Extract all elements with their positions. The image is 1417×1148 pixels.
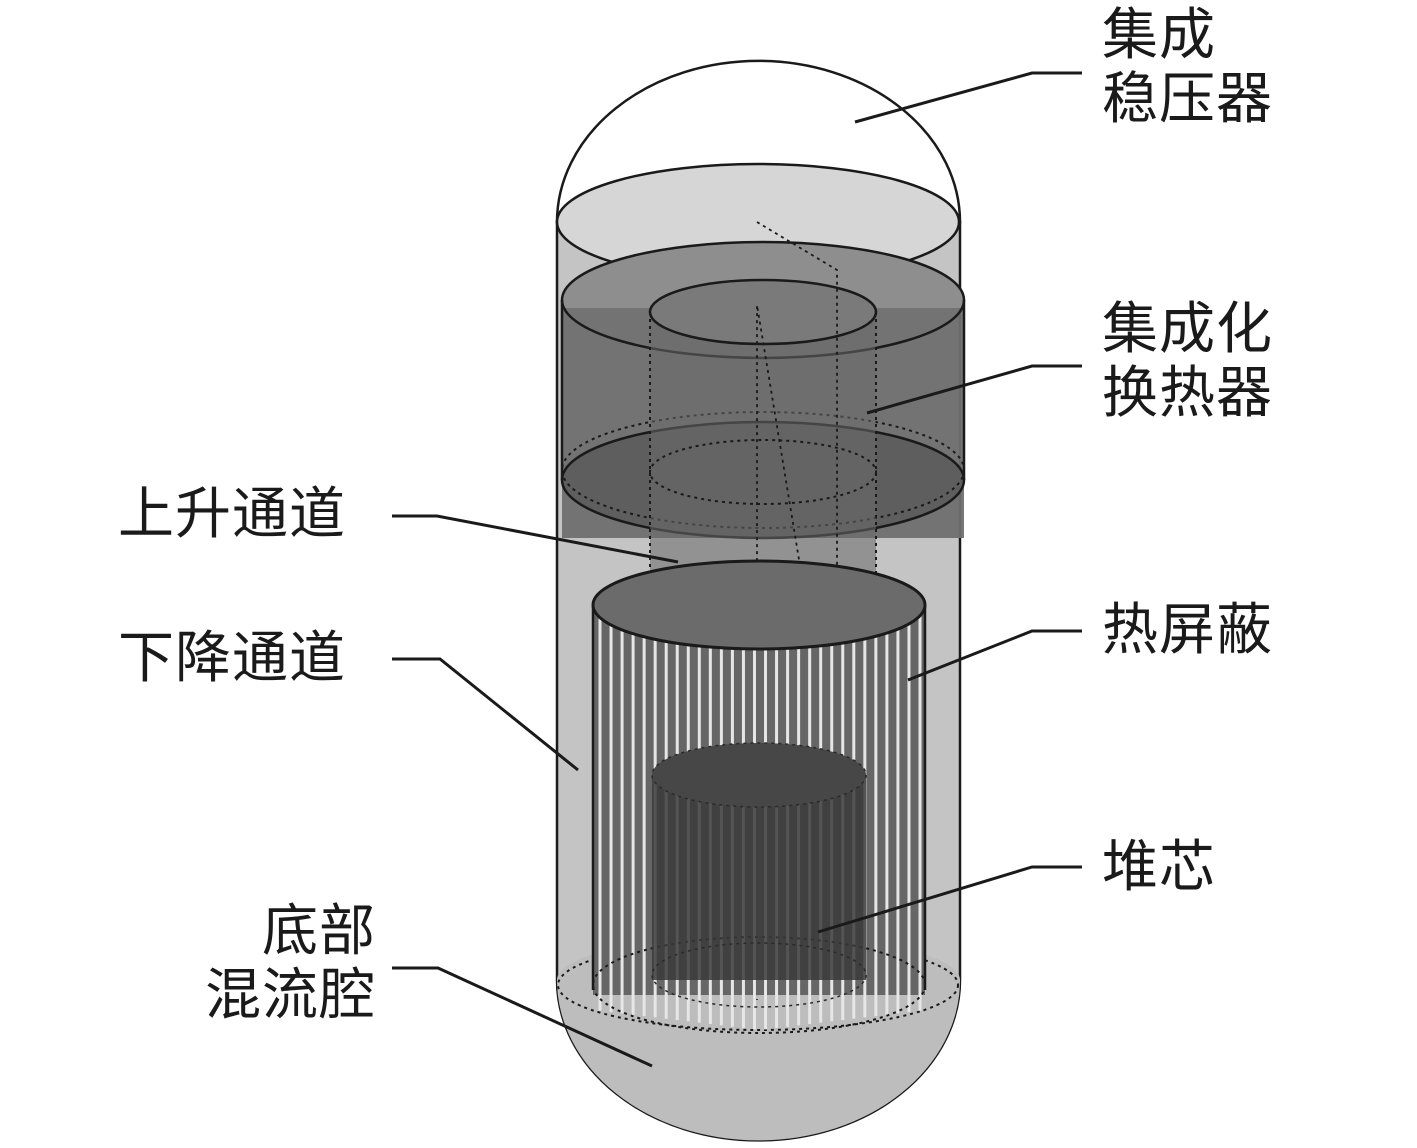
leader-pressurizer [854, 71, 1082, 124]
lower-plenum-rim [557, 939, 959, 1031]
thermal-shield-bottom-ellipse [592, 936, 926, 1034]
riser-top-ellipse [648, 278, 878, 346]
label-pressurizer-line1: 集成 [1102, 3, 1216, 68]
label-downcomer-line1: 下降通道 [118, 626, 346, 691]
leader-riser [392, 514, 679, 564]
leader-heat-exchanger [866, 364, 1082, 415]
label-lower-plenum-line1: 底部 [262, 899, 376, 964]
label-lower-plenum: 底部 混流腔 [176, 900, 376, 1028]
leader-core [817, 865, 1082, 934]
label-lower-plenum-line2: 混流腔 [205, 963, 376, 1028]
label-thermal-shield: 热屏蔽 [1102, 599, 1273, 663]
label-core-line1: 堆芯 [1102, 835, 1216, 900]
leader-downcomer [392, 657, 579, 772]
label-heat-exchanger: 集成化 换热器 [1102, 298, 1273, 426]
label-riser: 上升通道 [118, 483, 346, 547]
core-body [652, 775, 866, 980]
label-pressurizer: 集成 稳压器 [1102, 4, 1273, 132]
leader-lower-plenum [392, 966, 653, 1068]
label-heat-exchanger-line1: 集成化 [1102, 297, 1273, 362]
label-thermal-shield-line1: 热屏蔽 [1102, 598, 1273, 663]
label-heat-exchanger-line2: 换热器 [1102, 361, 1273, 426]
thermal-shield-top-ellipse [591, 559, 927, 651]
leader-thermal-shield [907, 629, 1082, 682]
core-top-ellipse [651, 742, 867, 808]
label-core: 堆芯 [1102, 836, 1216, 900]
label-downcomer: 下降通道 [118, 627, 346, 691]
core-bottom-ellipse [651, 942, 867, 1008]
label-pressurizer-line2: 稳压器 [1102, 67, 1273, 132]
riser-bottom-ellipse [649, 439, 877, 505]
heat-exchanger-top [562, 242, 964, 308]
riser-column [650, 312, 876, 582]
label-riser-line1: 上升通道 [118, 482, 346, 547]
